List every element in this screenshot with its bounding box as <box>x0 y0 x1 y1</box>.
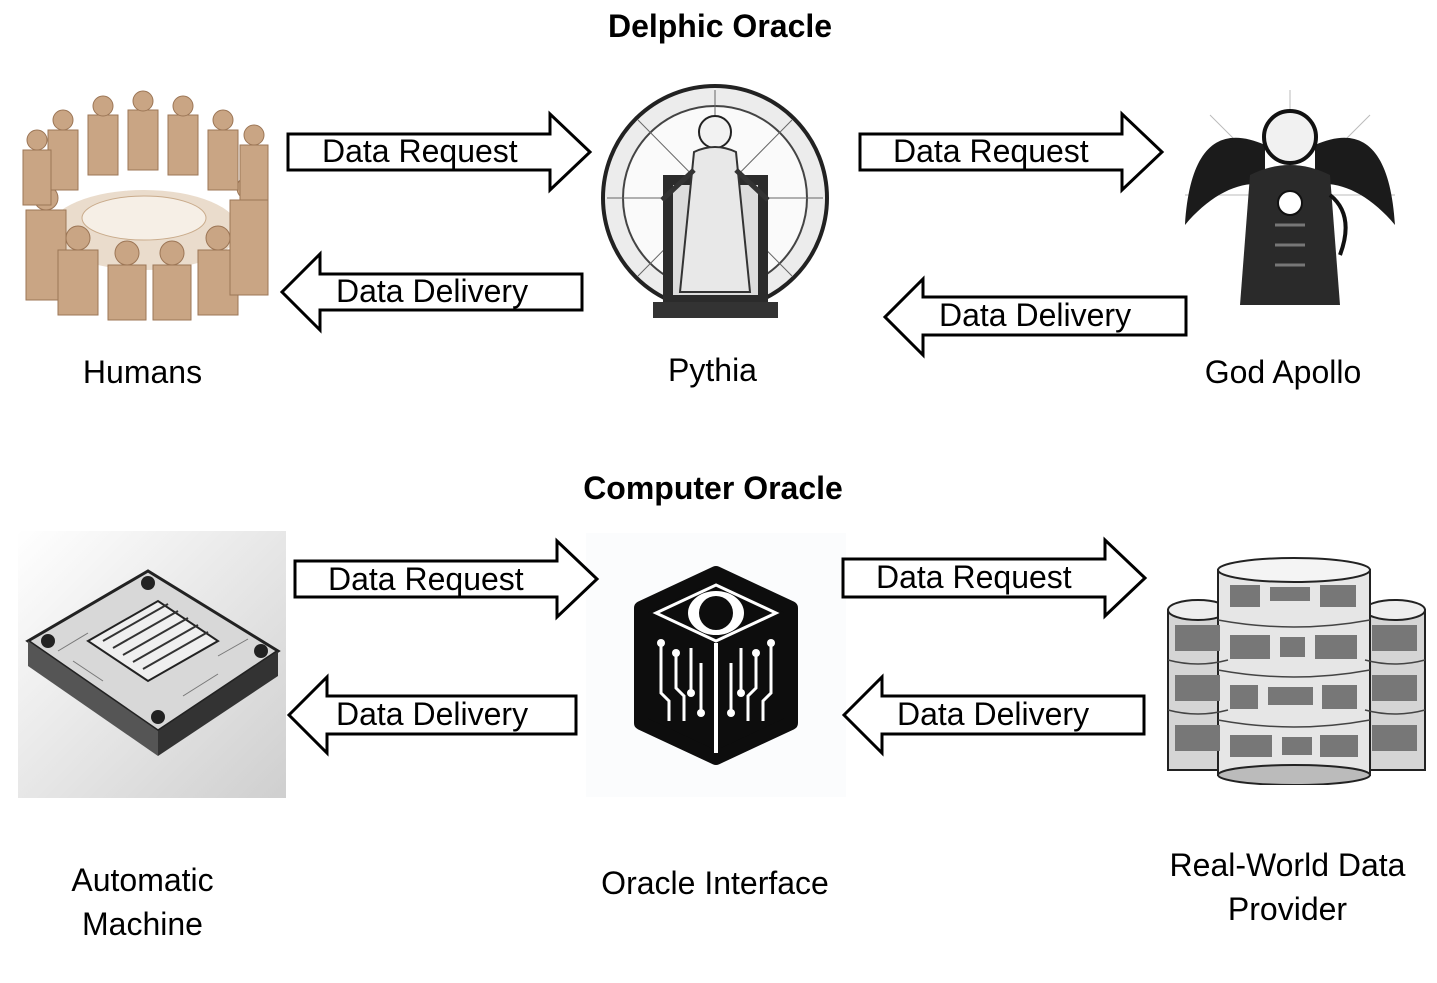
arrow-label: Data Delivery <box>897 696 1090 732</box>
winged-apollo-with-lyre-icon <box>1185 90 1395 305</box>
arrow-interface-to-machine-delivery: Data Delivery <box>286 673 578 757</box>
pythia-on-throne-icon <box>601 84 829 318</box>
caption-line: Automatic <box>71 862 214 898</box>
left-arrow-icon <box>286 673 578 757</box>
left-arrow-icon <box>882 275 1188 359</box>
arrow-label: Data Request <box>893 133 1089 169</box>
circuit-board-chip-icon <box>18 531 286 798</box>
right-arrow-icon <box>858 110 1165 194</box>
humans-node <box>18 90 270 322</box>
caption-line: Machine <box>82 906 203 942</box>
oracle-interface-node <box>586 533 846 797</box>
right-arrow-icon <box>293 537 600 621</box>
pythia-caption: Pythia <box>668 352 757 388</box>
automatic-machine-caption: Automatic Machine <box>40 858 245 946</box>
arrow-pythia-to-apollo-request: Data Request <box>858 110 1165 194</box>
left-arrow-icon <box>841 673 1146 757</box>
arrow-interface-to-provider-request: Data Request <box>841 536 1148 620</box>
right-arrow-icon <box>841 536 1148 620</box>
arrow-label: Data Delivery <box>336 273 529 309</box>
left-arrow-icon <box>279 250 584 334</box>
oracle-interface-caption: Oracle Interface <box>601 865 829 901</box>
arrow-apollo-to-pythia-delivery: Data Delivery <box>882 275 1188 359</box>
data-provider-caption: Real-World Data Provider <box>1150 843 1425 931</box>
eye-circuit-cube-icon <box>586 533 846 797</box>
computer-oracle-title: Computer Oracle <box>583 470 843 506</box>
arrow-machine-to-interface-request: Data Request <box>293 537 600 621</box>
arrow-label: Data Request <box>876 559 1072 595</box>
apollo-caption: God Apollo <box>1204 354 1362 390</box>
automatic-machine-node <box>18 531 286 798</box>
seated-crowd-statue-icon <box>22 90 269 321</box>
arrow-label: Data Request <box>328 561 524 597</box>
caption-line: Real-World Data <box>1169 847 1406 883</box>
apollo-node <box>1180 85 1400 315</box>
arrow-pythia-to-humans-delivery: Data Delivery <box>279 250 584 334</box>
humans-caption: Humans <box>82 354 203 390</box>
caption-line: Provider <box>1227 891 1348 927</box>
arrow-humans-to-pythia-request: Data Request <box>286 110 593 194</box>
right-arrow-icon <box>286 110 593 194</box>
delphic-oracle-title: Delphic Oracle <box>607 8 833 44</box>
arrow-label: Data Request <box>322 133 518 169</box>
data-provider-node <box>1160 555 1430 786</box>
arrow-label: Data Delivery <box>336 696 529 732</box>
pythia-node <box>598 80 833 320</box>
arrow-label: Data Delivery <box>939 297 1132 333</box>
arrow-provider-to-interface-delivery: Data Delivery <box>841 673 1146 757</box>
stacked-data-drums-icon <box>1167 557 1426 786</box>
